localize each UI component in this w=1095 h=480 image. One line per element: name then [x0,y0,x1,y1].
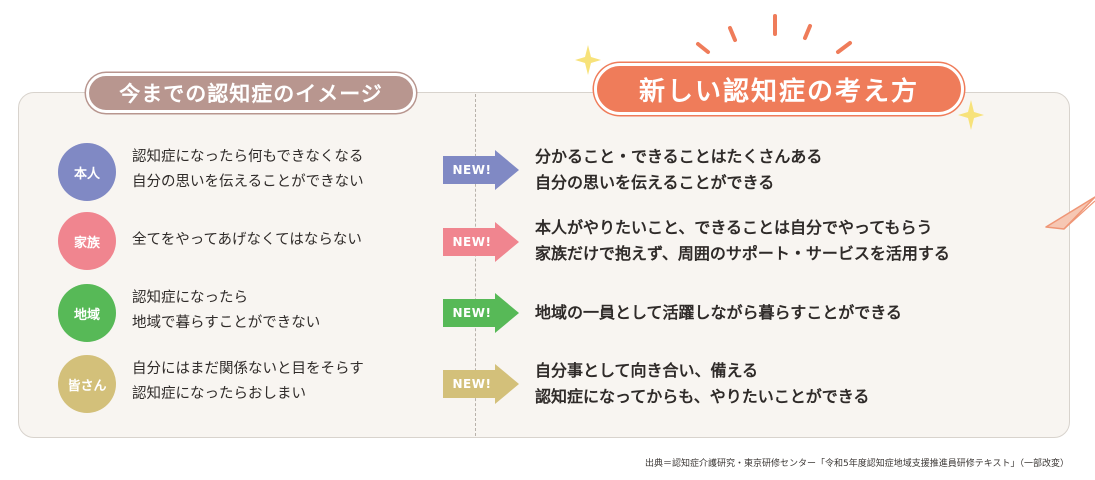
sparkle-icon [958,100,984,130]
new-arrow-icon [443,293,519,333]
old-line: 自分の思いを伝えることができない [132,174,364,190]
new-concept-self: 分かること・できることはたくさんある 自分の思いを伝えることができる [535,144,822,196]
emphasis-rays-icon [696,14,852,54]
new-arrow-label: NEW! [452,377,492,391]
old-belief-family: 全てをやってあげなくてはならない [132,228,362,253]
new-arrow-icon [443,222,519,262]
sparkle-icon [575,45,601,75]
subject-badge-self: 本人 [58,143,116,201]
new-concept-family: 本人がやりたいこと、できることは自分でやってもらう 家族だけで抱えず、周囲のサポ… [535,215,950,267]
new-concept-community: 地域の一員として活躍しながら暮らすことができる [535,300,902,326]
new-line: 自分事として向き合い、備える [535,361,759,380]
old-belief-self: 認知症になったら何もできなくなる 自分の思いを伝えることができない [132,145,364,195]
old-line: 認知症になったら何もできなくなる [132,149,364,165]
comparison-panel [18,92,1070,438]
new-line: 認知症になってからも、やりたいことができる [535,387,870,406]
old-line: 地域で暮らすことができない [132,315,321,331]
old-line: 認知症になったら [132,290,248,306]
old-belief-everyone: 自分にはまだ関係ないと目をそらす 認知症になったらおしまい [132,357,364,407]
new-arrow-label: NEW! [452,235,492,249]
new-arrow-label: NEW! [452,163,492,177]
new-arrow-icon [443,150,519,190]
new-line: 家族だけで抱えず、周囲のサポート・サービスを活用する [535,244,950,263]
new-line: 本人がやりたいこと、できることは自分でやってもらう [535,218,933,237]
source-citation: 出典＝認知症介護研究・東京研修センター「令和5年度認知症地域支援推進員研修テキス… [645,459,1069,469]
old-belief-community: 認知症になったら 地域で暮らすことができない [132,286,320,336]
new-concept-everyone: 自分事として向き合い、備える 認知症になってからも、やりたいことができる [535,358,869,410]
new-concept-header: 新しい認知症の考え方 [594,63,964,115]
new-arrow-icon [443,364,519,404]
new-line: 分かること・できることはたくさんある [535,147,823,166]
new-line: 地域の一員として活躍しながら暮らすことができる [535,303,902,322]
subject-badge-family: 家族 [58,212,116,270]
new-arrow-label: NEW! [452,306,492,320]
new-line: 自分の思いを伝えることができる [535,173,775,192]
subject-badge-everyone: 皆さん [58,355,116,413]
paper-plane-icon [1045,196,1095,230]
subject-badge-community: 地域 [58,284,116,342]
old-line: 認知症になったらおしまい [132,386,306,402]
old-image-header: 今までの認知症のイメージ [86,73,416,113]
center-divider [475,94,476,436]
old-line: 全てをやってあげなくてはならない [132,232,362,248]
old-line: 自分にはまだ関係ないと目をそらす [132,361,364,377]
